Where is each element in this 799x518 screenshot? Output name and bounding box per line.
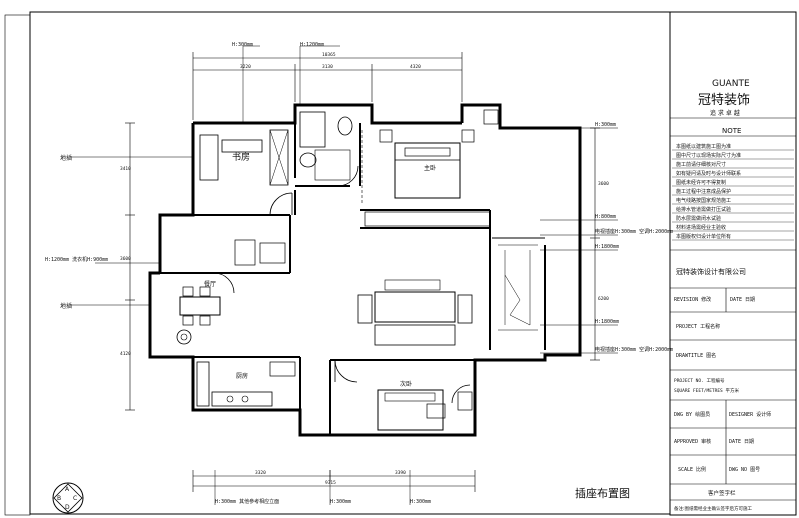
dim-right-2: 6200: [598, 296, 609, 302]
note-10: 材料进场需经业主验收: [676, 224, 726, 231]
scale-label: SCALE 比例: [678, 466, 706, 473]
dwg-by-label: DWG BY 绘图员: [674, 411, 710, 418]
room-label-kitchen: 厨房: [236, 372, 248, 380]
study-bookcase: [269, 129, 289, 186]
kitchen-counter: [196, 361, 210, 407]
svg-text:B: B: [57, 495, 61, 502]
tv-wall: [498, 244, 538, 331]
dining-table: [179, 296, 221, 316]
project-no-label: PROJECT NO. 工程编号: [674, 377, 725, 384]
left-tag-1: 地插: [60, 154, 72, 162]
floor-plan: [70, 45, 618, 505]
slogan: 追 求 卓 越: [710, 109, 740, 117]
plant-icon: [176, 329, 192, 345]
dim-left-2: 3600: [120, 256, 131, 262]
project-label: PROJECT 工程名称: [676, 323, 720, 330]
svg-text:C: C: [73, 495, 77, 502]
svg-text:D: D: [65, 504, 70, 511]
area-label: SQUARE FEET/METRES 平方米: [674, 387, 739, 394]
dim-top-total: 10365: [322, 52, 336, 58]
callout-bottom-3: H:300mm: [410, 499, 431, 505]
dim-top-1: 3220: [240, 64, 251, 70]
toilet: [337, 116, 353, 136]
doors: [213, 165, 471, 404]
note-8: 给排水管道需做打压试验: [676, 206, 731, 213]
drawtitle-label: DRAWTITLE 图名: [676, 352, 716, 359]
wash-basin: [299, 152, 317, 168]
note-1: 本图纸以建筑施工图为准: [676, 143, 731, 150]
shower: [299, 111, 326, 148]
room-label-dining: 餐厅: [204, 280, 216, 288]
firm-logo: A B C D: [52, 482, 84, 514]
note-5: 图纸未经许可不得复制: [676, 179, 726, 186]
dim-bottom-2: 3390: [395, 470, 406, 476]
designer-label: DESIGNER 设计师: [729, 411, 771, 418]
room-label-second-bedroom: 次卧: [400, 380, 412, 388]
callout-bottom-2: H:300mm: [330, 499, 351, 505]
note-heading: NOTE: [722, 127, 741, 135]
dimension-lines: [125, 52, 600, 492]
room-label-master-bedroom: 主卧: [424, 164, 436, 172]
callout-right-4: H:1800mm: [595, 244, 619, 250]
drawing-title: 插座布置图: [575, 486, 630, 500]
note-9: 防水层需做闭水试验: [676, 215, 721, 222]
note-7: 电气线路按国家规范施工: [676, 197, 731, 204]
note-4: 如有疑问请及时与设计师联系: [676, 170, 741, 177]
note-rows: [672, 149, 794, 241]
callout-right-5: H:1800mm: [595, 319, 619, 325]
coffee-table: [374, 291, 456, 323]
study-cabinet: [199, 134, 219, 181]
note-2: 图中尺寸以现场实际尺寸为准: [676, 152, 741, 159]
callout-leaders: [70, 45, 618, 505]
note-6: 施工过程中注意成品保护: [676, 188, 731, 195]
left-tag-2: 地插: [60, 302, 72, 310]
study-desk: [221, 139, 263, 153]
sofa: [374, 324, 456, 346]
room-label-study: 书房: [232, 151, 250, 163]
master-bed: [394, 142, 461, 199]
revision-label: REVISION 修改: [674, 296, 711, 303]
note-11: 本图版权归设计单位所有: [676, 233, 731, 240]
callout-right-6: 电视插座H:300mm 空调H:2000mm: [595, 346, 673, 353]
approved-label: APPROVED 审核: [674, 438, 711, 445]
interior-walls: [160, 123, 546, 435]
dim-bottom-1: 3320: [255, 470, 266, 476]
company-name: 冠特装饰设计有限公司: [676, 267, 746, 276]
callout-left: H:1200mm 洗衣机H:900mm: [45, 256, 108, 263]
client-label: 客户签字栏: [708, 489, 736, 497]
brand-cn: 冠特装饰: [698, 93, 750, 108]
dim-left-3: 4120: [120, 351, 131, 357]
plan-labels: 书房 主卧 餐厅 厨房 次卧 H:300mm H:1200mm 3220 313…: [45, 42, 673, 505]
callout-right-1: H:300mm: [595, 122, 616, 128]
callout-right-2: H:800mm: [595, 214, 616, 220]
outer-walls: [148, 103, 582, 437]
dwg-no-label: DWG NO 图号: [729, 467, 760, 473]
svg-text:A: A: [65, 486, 70, 493]
date2-label: DATE 日期: [729, 439, 754, 445]
dim-left-1: 3410: [120, 166, 131, 172]
footer-note: 备注:图纸需经业主确认签字后方可施工: [674, 505, 753, 512]
dim-right-1: 3600: [598, 181, 609, 187]
second-bed: [377, 389, 444, 431]
date-label: DATE 日期: [730, 297, 755, 303]
callout-right-3: 电视插座H:300mm 空调H:2000mm: [595, 228, 673, 235]
callout-bottom-1: H:300mm 其他参考相应立面: [215, 498, 279, 505]
wardrobe: [364, 211, 491, 227]
title-block: GUANTE 冠特装饰 追 求 卓 越 NOTE 本图纸以建筑施工图为准 图中尺…: [669, 11, 797, 516]
callout-top-2: H:1200mm: [300, 42, 324, 48]
dim-top-3: 4320: [410, 64, 421, 70]
dim-bottom-total: 9315: [325, 480, 336, 486]
note-3: 施工前请仔细核对尺寸: [676, 161, 726, 168]
dim-top-2: 3130: [322, 64, 333, 70]
callout-top-1: H:300mm: [232, 42, 253, 48]
brand-en: GUANTE: [712, 79, 750, 89]
